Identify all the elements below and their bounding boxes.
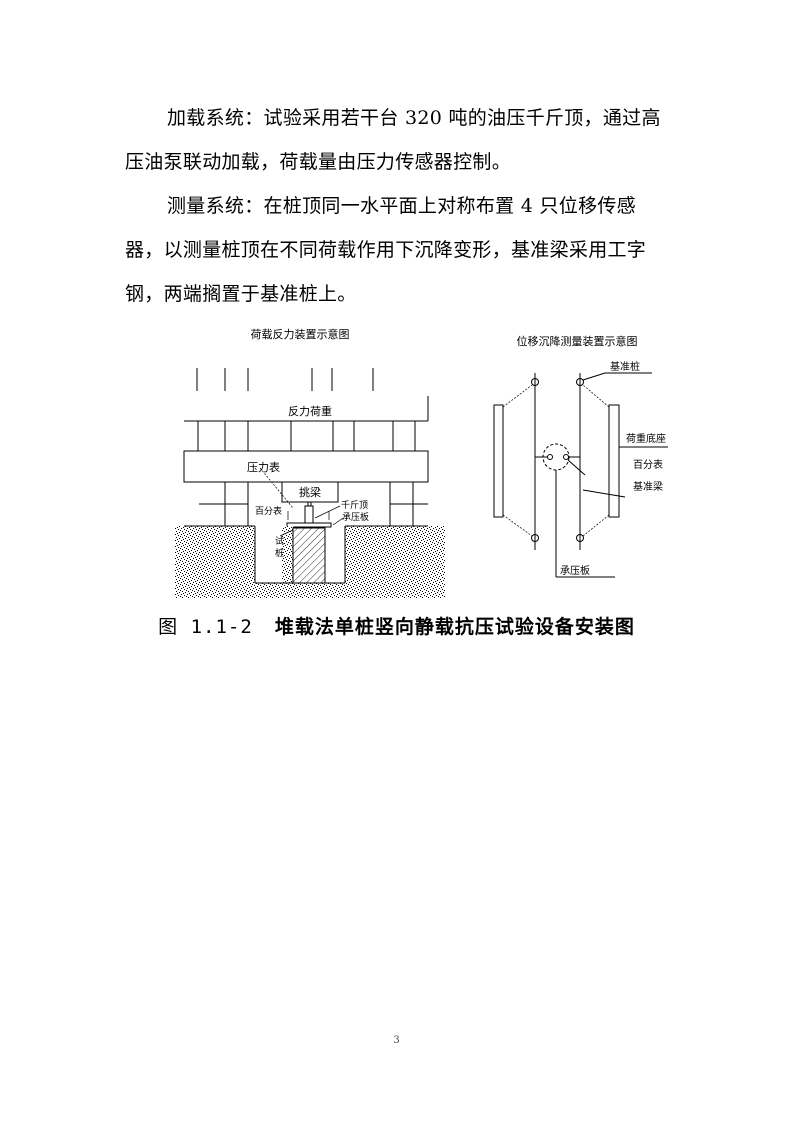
measurement-system-text: 在桩顶同一水平面上对称布置 4 只位移传感器，以测量桩顶在不同荷载作用下沉降变形… — [125, 195, 647, 305]
beam-label: 挑梁 — [299, 485, 321, 499]
paragraph-measurement-system: 测量系统：在桩顶同一水平面上对称布置 4 只位移传感器，以测量桩顶在不同荷载作用… — [125, 184, 670, 316]
test-pile-label-1: 试 — [275, 535, 284, 547]
test-pile-label-2: 桩 — [275, 547, 284, 559]
paragraph-loading-system: 加载系统：试验采用若干台 320 吨的油压千斤顶，通过高压油泵联动加载，荷载量由… — [125, 96, 670, 184]
bearing-plate-label: 承压板 — [560, 564, 590, 577]
page-number: 3 — [393, 1035, 400, 1046]
dial-gauge-label: 百分表 — [255, 505, 282, 517]
load-reaction-diagram: 荷载反力装置示意图 — [175, 318, 445, 598]
figure-caption: 图 1.1-2 堆载法单桩竖向静载抗压试验设备安装图 — [0, 612, 793, 639]
loading-system-text: 试验采用若干台 320 吨的油压千斤顶，通过高压油泵联动加载，荷载量由压力传感器… — [125, 107, 661, 173]
jack-label: 千斤顶 — [341, 500, 368, 511]
counterweight-base-label: 荷重底座 — [626, 432, 666, 445]
left-figure-title: 荷载反力装置示意图 — [251, 327, 350, 341]
bearing-plate-label: 承压板 — [342, 511, 369, 523]
pressure-gauge-label: 压力表 — [247, 460, 280, 474]
dial-gauge-label: 百分表 — [633, 458, 663, 471]
loading-system-label: 加载系统： — [167, 107, 264, 129]
reference-beam-label: 基准梁 — [633, 480, 663, 493]
reference-pile-label: 基准桩 — [610, 360, 640, 373]
figure-number: 图 1.1-2 — [158, 616, 253, 638]
displacement-measurement-diagram: 位移沉降测量装置示意图 — [480, 325, 680, 590]
counterweight-label: 反力荷重 — [288, 404, 332, 418]
measurement-system-label: 测量系统： — [167, 195, 264, 217]
right-figure-title: 位移沉降测量装置示意图 — [517, 334, 638, 348]
figure-caption-text: 堆载法单桩竖向静载抗压试验设备安装图 — [274, 616, 635, 638]
